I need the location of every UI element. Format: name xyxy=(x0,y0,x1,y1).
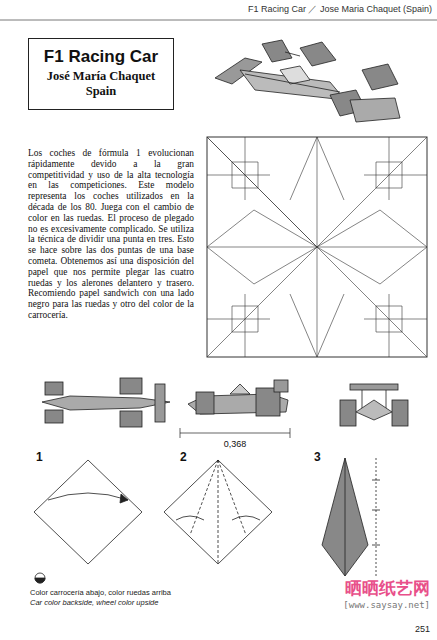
title-box: F1 Racing CarJosé María Chaquet Spain xyxy=(28,38,174,110)
running-header: F1 Racing Car ／ Jose Maria Chaquet (Spai… xyxy=(170,4,432,15)
step-caption: Color carrocería abajo, color ruedas arr… xyxy=(30,588,260,597)
step-1 xyxy=(34,460,142,583)
step-number: 2 xyxy=(180,450,194,464)
watermark-url: [www.saysay.net] xyxy=(290,600,430,611)
step-3 xyxy=(322,458,380,576)
header-rule xyxy=(0,20,437,21)
dimension-value: 0,368 xyxy=(205,439,265,450)
dimension-line xyxy=(180,428,290,438)
step-number: 3 xyxy=(314,450,328,464)
page-number: 251 xyxy=(380,624,430,635)
body-text: Los coches de fórmula 1 evolucionan rápi… xyxy=(28,148,194,321)
step-2 xyxy=(164,460,272,564)
step-caption: Car color backside, wheel color upside xyxy=(30,598,260,607)
car-views xyxy=(42,378,408,427)
crease-pattern xyxy=(207,137,427,357)
watermark: 晒晒纸艺网 xyxy=(300,578,430,598)
title-heading: F1 Racing Car xyxy=(35,47,167,67)
car-3d xyxy=(215,40,400,122)
step-number: 1 xyxy=(36,450,50,464)
author-name: José María Chaquet Spain xyxy=(37,69,165,99)
